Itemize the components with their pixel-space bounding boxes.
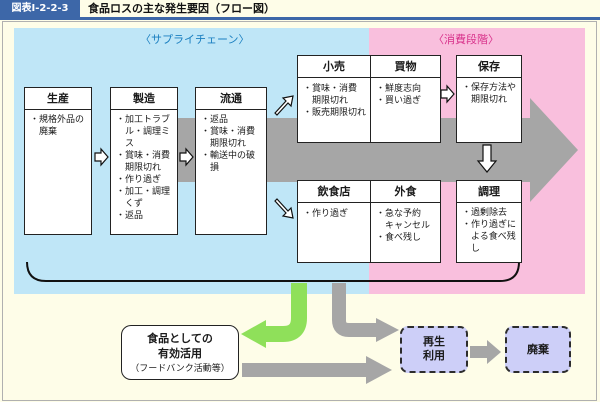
- stage-manufacturing: 製造 ・加工トラブ ル・調理ミ ス ・賞味・消費 期限切れ ・作り過ぎ ・加工・…: [110, 87, 178, 235]
- gray-arrowhead-recycle: [376, 318, 399, 342]
- stage-restaurant-title: 飲食店: [298, 181, 370, 203]
- figure-title: 食品ロスの主な発生要因（フロー図）: [88, 2, 275, 15]
- stage-restaurant: 飲食店 ・作り過ぎ: [298, 181, 370, 262]
- bracket: [26, 261, 520, 282]
- food-use-line3: （フードバンク活動等）: [130, 364, 230, 374]
- arrow-purchase-to-storage: [440, 84, 455, 104]
- stage-storage-text: ・保存方法や 期限切れ: [462, 83, 517, 105]
- restaurant-eating-out-group: 飲食店 ・作り過ぎ 外食 ・急な予約 キャンセル ・食べ残し: [297, 180, 441, 263]
- arrow-distribution-to-retail: [274, 95, 294, 116]
- consumption-label: 〈消費段階〉: [433, 33, 499, 46]
- recycle-line1: 再生: [423, 335, 445, 348]
- stage-retail-title: 小売: [298, 56, 370, 78]
- disposal-box: 廃棄: [505, 326, 571, 373]
- stage-production: 生産 ・規格外品の 廃棄: [24, 87, 92, 235]
- group-divider: [370, 56, 371, 142]
- stage-purchase: 買物 ・鮮度志向 ・買い過ぎ: [371, 56, 440, 142]
- supply-chain-label: 〈サプライチェーン〉: [140, 33, 250, 46]
- stage-eating-out-text: ・急な予約 キャンセル ・食べ残し: [376, 209, 431, 243]
- arrow-distribution-to-restaurant: [274, 198, 294, 219]
- stage-retail: 小売 ・賞味・消費 期限切れ ・販売期限切れ: [298, 56, 370, 142]
- gray-bottom-arrow-shaft: [242, 363, 367, 377]
- gray-bottom-arrowhead: [366, 356, 392, 384]
- arrow-storage-to-cooking: [476, 144, 498, 173]
- food-use-line2: 有効活用: [158, 347, 202, 360]
- stage-restaurant-text: ・作り過ぎ: [303, 209, 349, 219]
- stage-storage: 保存 ・保存方法や 期限切れ: [456, 55, 522, 143]
- arrow-manufacturing-to-distribution: [179, 147, 194, 167]
- gray-recycle-to-disposal-head: [487, 340, 501, 364]
- stage-cooking: 調理 ・過剰除去 ・作り過ぎに よる食べ残 し: [456, 180, 522, 263]
- stage-purchase-text: ・鮮度志向 ・買い過ぎ: [376, 84, 422, 106]
- figure-label: 図表Ⅰ-2-2-3: [0, 0, 80, 17]
- food-use-box: 食品としての 有効活用 （フードバンク活動等）: [121, 325, 239, 380]
- recycle-line2: 利用: [423, 349, 445, 362]
- retail-purchase-group: 小売 ・賞味・消費 期限切れ ・販売期限切れ 買物 ・鮮度志向 ・買い過ぎ: [297, 55, 441, 143]
- stage-manufacturing-title: 製造: [111, 88, 177, 110]
- stage-distribution-text: ・返品 ・賞味・消費 期限切れ ・輸送中の破 損: [201, 115, 256, 173]
- arrow-production-to-manufacturing: [94, 147, 109, 167]
- figure-header: 図表Ⅰ-2-2-3 食品ロスの主な発生要因（フロー図）: [0, 0, 600, 20]
- stage-eating-out-title: 外食: [371, 181, 440, 203]
- stage-production-title: 生産: [25, 88, 91, 110]
- stage-distribution: 流通 ・返品 ・賞味・消費 期限切れ ・輸送中の破 損: [195, 87, 267, 235]
- gray-recycle-to-disposal-shaft: [470, 346, 488, 358]
- group-divider: [370, 181, 371, 262]
- stage-purchase-title: 買物: [371, 56, 440, 78]
- stage-distribution-title: 流通: [196, 88, 266, 110]
- stage-storage-title: 保存: [457, 56, 521, 78]
- food-use-line1: 食品としての: [147, 332, 213, 345]
- gray-arrow-to-recycle: [332, 283, 380, 337]
- stage-production-text: ・規格外品の 廃棄: [30, 115, 85, 137]
- stage-cooking-text: ・過剰除去 ・作り過ぎに よる食べ残 し: [462, 208, 517, 254]
- stage-cooking-title: 調理: [457, 181, 521, 203]
- stage-retail-text: ・賞味・消費 期限切れ ・販売期限切れ: [303, 84, 367, 118]
- green-arrow-to-food-use: [262, 283, 307, 342]
- stage-eating-out: 外食 ・急な予約 キャンセル ・食べ残し: [371, 181, 440, 262]
- stage-manufacturing-text: ・加工トラブ ル・調理ミ ス ・賞味・消費 期限切れ ・作り過ぎ ・加工・調理 …: [116, 115, 171, 221]
- recycle-box: 再生 利用: [400, 326, 468, 373]
- green-arrowhead: [241, 320, 266, 348]
